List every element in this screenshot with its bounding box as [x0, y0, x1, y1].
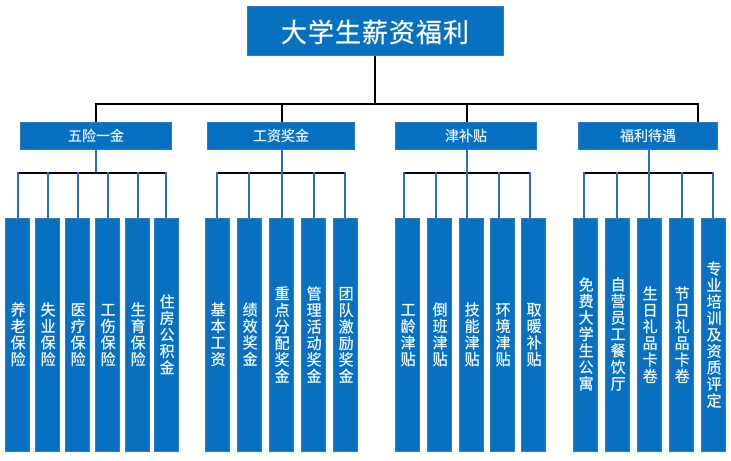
- level2-drop-line-4: [697, 103, 699, 123]
- leaf-node-1-2-label: 失业保险: [38, 302, 57, 368]
- branch-1-bus: [17, 172, 167, 174]
- leaf-node-3-2-label: 倒班津贴: [430, 302, 449, 368]
- branch-2-leaf-drop-5: [344, 172, 346, 218]
- branch-1-leaf-drop-4: [107, 172, 109, 218]
- leaf-node-3-3[interactable]: 技能津贴: [459, 218, 484, 452]
- leaf-node-3-5-label: 取暖补贴: [524, 302, 543, 368]
- leaf-node-4-3-label: 生日礼品卡卷: [640, 285, 659, 385]
- branch-3-stem: [466, 150, 468, 173]
- leaf-node-4-4[interactable]: 节日礼品卡卷: [669, 218, 694, 452]
- branch-1-leaf-drop-5: [137, 172, 139, 218]
- leaf-node-3-1[interactable]: 工龄津贴: [395, 218, 420, 452]
- branch-3-leaf-drop-1: [403, 172, 405, 218]
- leaf-node-4-2[interactable]: 自营员工餐饮厅: [605, 218, 630, 452]
- leaf-node-1-1-label: 养老保险: [8, 302, 27, 368]
- leaf-node-3-1-label: 工龄津贴: [398, 302, 417, 368]
- leaf-node-2-5-label: 团队激励奖金: [336, 285, 355, 385]
- branch-4-leaf-drop-4: [681, 172, 683, 218]
- branch-2-stem: [281, 150, 283, 173]
- leaf-node-1-5-label: 生育保险: [128, 302, 147, 368]
- leaf-node-1-4[interactable]: 工伤保险: [95, 218, 120, 452]
- branch-3-leaf-drop-5: [529, 172, 531, 218]
- branch-2-leaf-drop-4: [313, 172, 315, 218]
- branch-4-leaf-drop-2: [616, 172, 618, 218]
- leaf-node-4-3[interactable]: 生日礼品卡卷: [637, 218, 662, 452]
- leaf-node-3-2[interactable]: 倒班津贴: [427, 218, 452, 452]
- leaf-node-2-2[interactable]: 绩效奖金: [237, 218, 262, 452]
- branch-3-leaf-drop-2: [435, 172, 437, 218]
- leaf-node-3-3-label: 技能津贴: [462, 302, 481, 368]
- leaf-node-2-1[interactable]: 基本工资: [205, 218, 230, 452]
- branch-node-4-label: 福利待遇: [620, 129, 676, 145]
- root-drop-line: [374, 56, 376, 104]
- branch-node-1[interactable]: 五险一金: [20, 122, 172, 150]
- leaf-node-4-4-label: 节日礼品卡卷: [672, 285, 691, 385]
- root-node-salary-benefits[interactable]: 大学生薪资福利: [247, 6, 504, 56]
- branch-1-leaf-drop-1: [17, 172, 19, 218]
- leaf-node-1-2[interactable]: 失业保险: [35, 218, 60, 452]
- branch-1-leaf-drop-2: [47, 172, 49, 218]
- branch-1-stem: [95, 150, 97, 173]
- leaf-node-2-5[interactable]: 团队激励奖金: [333, 218, 358, 452]
- branch-4-leaf-drop-3: [648, 172, 650, 218]
- leaf-node-3-4-label: 环境津贴: [493, 302, 512, 368]
- branch-2-leaf-drop-2: [248, 172, 250, 218]
- leaf-node-1-6[interactable]: 住房公积金: [154, 218, 179, 452]
- leaf-node-2-3-label: 重点分配奖金: [272, 285, 291, 385]
- leaf-node-4-5[interactable]: 专业培训及资质评定: [701, 218, 726, 452]
- branch-1-leaf-drop-3: [77, 172, 79, 218]
- branch-node-2-label: 工资奖金: [253, 129, 309, 145]
- level2-drop-line-1: [95, 103, 97, 123]
- branch-3-leaf-drop-3: [466, 172, 468, 218]
- leaf-node-1-1[interactable]: 养老保险: [5, 218, 30, 452]
- leaf-node-1-5[interactable]: 生育保险: [125, 218, 150, 452]
- leaf-node-1-3-label: 医疗保险: [68, 302, 87, 368]
- leaf-node-1-3[interactable]: 医疗保险: [65, 218, 90, 452]
- branch-2-leaf-drop-1: [216, 172, 218, 218]
- level2-bus-line: [95, 103, 699, 105]
- level2-drop-line-3: [466, 103, 468, 123]
- branch-1-leaf-drop-6: [165, 172, 167, 218]
- branch-4-leaf-drop-1: [583, 172, 585, 218]
- root-node-label: 大学生薪资福利: [280, 18, 470, 49]
- leaf-node-2-2-label: 绩效奖金: [240, 302, 259, 368]
- leaf-node-4-1[interactable]: 免费大学生公寓: [573, 218, 598, 452]
- leaf-node-4-1-label: 免费大学生公寓: [576, 277, 595, 393]
- leaf-node-3-5[interactable]: 取暖补贴: [521, 218, 546, 452]
- branch-3-leaf-drop-4: [498, 172, 500, 218]
- leaf-node-2-3[interactable]: 重点分配奖金: [269, 218, 294, 452]
- leaf-node-2-4[interactable]: 管理活动奖金: [301, 218, 326, 452]
- branch-node-3[interactable]: 津补贴: [395, 122, 537, 150]
- branch-4-stem: [648, 150, 650, 173]
- branch-node-3-label: 津补贴: [445, 129, 487, 145]
- leaf-node-4-2-label: 自营员工餐饮厅: [608, 277, 627, 393]
- branch-node-4[interactable]: 福利待遇: [578, 122, 718, 150]
- leaf-node-2-1-label: 基本工资: [208, 302, 227, 368]
- branch-4-leaf-drop-5: [712, 172, 714, 218]
- leaf-node-3-4[interactable]: 环境津贴: [490, 218, 515, 452]
- leaf-node-1-6-label: 住房公积金: [157, 293, 176, 377]
- level2-drop-line-2: [281, 103, 283, 123]
- leaf-node-1-4-label: 工伤保险: [98, 302, 117, 368]
- leaf-node-4-5-label: 专业培训及资质评定: [704, 260, 723, 410]
- branch-node-2[interactable]: 工资奖金: [207, 122, 355, 150]
- branch-node-1-label: 五险一金: [68, 129, 124, 145]
- branch-2-leaf-drop-3: [281, 172, 283, 218]
- leaf-node-2-4-label: 管理活动奖金: [304, 285, 323, 385]
